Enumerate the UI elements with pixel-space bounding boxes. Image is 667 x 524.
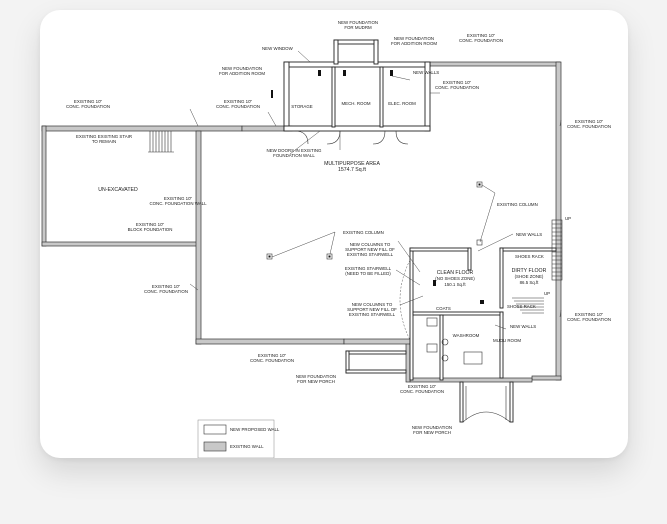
label-new-foundation-porch-left-2: FOR NEW PORCH bbox=[297, 379, 335, 384]
label-existing-right-lower: EXISTING 10" bbox=[575, 312, 604, 317]
label-new-foundation-addition-left: NEW FOUNDATION bbox=[222, 66, 262, 71]
label-existing-foundation-wall: EXISTING 10" bbox=[164, 196, 193, 201]
label-existing-stair-2: TO REMAIN bbox=[92, 139, 116, 144]
label-dirty-floor: DIRTY FLOOR bbox=[512, 268, 547, 274]
columns bbox=[266, 181, 483, 260]
label-existing-bottom-right: EXISTING 10" bbox=[408, 384, 437, 389]
label-new-foundation-porch-right: NEW FOUNDATION bbox=[412, 425, 452, 430]
label-up-lower: UP bbox=[544, 291, 550, 296]
label-existing-far-right: EXISTING 10" bbox=[575, 119, 604, 124]
label-existing-bottom-mid: EXISTING 10" bbox=[258, 353, 287, 358]
stair-lower bbox=[512, 297, 544, 314]
label-multipurpose-area: 1574.7 Sq.ft bbox=[338, 167, 367, 173]
label-existing-top-left: EXISTING 10" bbox=[74, 99, 103, 104]
legend-existing-wall-label: EXISTING WALL bbox=[230, 444, 264, 449]
label-new-doors-2: FOUNDATION WALL bbox=[273, 153, 315, 158]
label-multipurpose: MULTIPURPOSE AREA bbox=[324, 161, 380, 167]
label-coats: COATS bbox=[436, 306, 451, 311]
label-new-window: NEW WINDOW bbox=[262, 46, 294, 51]
label-washroom: WASHROOM bbox=[453, 333, 480, 338]
label-existing-right-of-rooms: EXISTING 10" bbox=[443, 80, 472, 85]
legend-new-wall-swatch bbox=[203, 424, 227, 435]
label-elec-room: ELEC. ROOM bbox=[388, 101, 416, 106]
label-existing-top-right: EXISTING 10" bbox=[467, 33, 496, 38]
label-existing-right-of-rooms-2: CONC. FOUNDATION bbox=[435, 85, 479, 90]
label-clean-floor-3: 150.1 Sq.ft bbox=[444, 282, 466, 287]
label-existing-top-right-2: CONC. FOUNDATION bbox=[459, 38, 503, 43]
label-up-right: UP bbox=[565, 216, 571, 221]
label-existing-foundation-wall-2: CONC. FOUNDATION WALL bbox=[149, 201, 207, 206]
label-shoes-rack-lower: SHOES RACK bbox=[507, 304, 536, 309]
label-existing-top-mid-2: CONC. FOUNDATION bbox=[216, 104, 260, 109]
labels: NEW FOUNDATION FOR MUDRM NEW FOUNDATION … bbox=[66, 20, 611, 435]
label-new-doors: NEW DOORS IN EXISTING bbox=[267, 148, 322, 153]
label-dirty-floor-2: (SHOE ZONE) bbox=[515, 274, 544, 279]
label-new-columns-top-3: EXISTING STAIRWELL bbox=[347, 252, 394, 257]
label-existing-left-lower: EXISTING 10" bbox=[152, 284, 181, 289]
label-new-walls-mid: NEW WALLS bbox=[516, 232, 542, 237]
label-new-columns-top-2: SUPPORT NEW FILL OF bbox=[345, 247, 395, 252]
label-new-walls-top: NEW WALLS bbox=[413, 70, 439, 75]
label-new-foundation-addition-2: FOR ADDITION ROOM bbox=[391, 41, 437, 46]
label-new-foundation-mudroom-2: FOR MUDRM bbox=[344, 25, 372, 30]
label-clean-floor-2: (NO SHOES ZONE) bbox=[435, 276, 475, 281]
label-clean-floor: CLEAN FLOOR bbox=[437, 270, 474, 276]
label-new-foundation-addition-left-2: FOR ADDITION ROOM bbox=[219, 71, 265, 76]
label-new-foundation-addition: NEW FOUNDATION bbox=[394, 36, 434, 41]
legend-existing-wall-swatch bbox=[203, 441, 227, 452]
label-existing-bottom-right-2: CONC. FOUNDATION bbox=[400, 389, 444, 394]
label-new-foundation-porch-left: NEW FOUNDATION bbox=[296, 374, 336, 379]
label-existing-top-left-2: CONC. FOUNDATION bbox=[66, 104, 110, 109]
leaders bbox=[189, 50, 562, 341]
label-existing-far-right-2: CONC. FOUNDATION bbox=[567, 124, 611, 129]
label-existing-block-2: BLOCK FOUNDATION bbox=[128, 227, 173, 232]
label-mech-room: MECH. ROOM bbox=[341, 101, 370, 106]
label-new-foundation-porch-right-2: FOR NEW PORCH bbox=[413, 430, 451, 435]
label-existing-stair: EXISTING EXISTING STAIR bbox=[76, 134, 132, 139]
label-existing-column-mid: EXISTING COLUMN bbox=[343, 230, 384, 235]
label-existing-column-right: EXISTING COLUMN bbox=[497, 202, 538, 207]
label-new-columns-lower: NEW COLUMNS TO bbox=[352, 302, 393, 307]
floor-plan: NEW FOUNDATION FOR MUDRM NEW FOUNDATION … bbox=[41, 20, 611, 458]
label-existing-stairwell: EXISTING STAIRWELL bbox=[345, 266, 392, 271]
existing-walls bbox=[41, 61, 562, 383]
label-existing-right-lower-2: CONC. FOUNDATION bbox=[567, 317, 611, 322]
label-storage: STORAGE bbox=[291, 104, 312, 109]
stair-left bbox=[148, 131, 174, 153]
doors bbox=[294, 130, 409, 145]
label-dirty-floor-3: 86.5 Sq.ft bbox=[520, 280, 540, 285]
stair-right bbox=[551, 219, 563, 281]
label-new-walls-lower: NEW WALLS bbox=[510, 324, 536, 329]
label-existing-block: EXISTING 10" bbox=[136, 222, 165, 227]
label-existing-stairwell-2: (NEED TO BE FILLED) bbox=[345, 271, 391, 276]
drawing-card: NEW FOUNDATION FOR MUDRM NEW FOUNDATION … bbox=[40, 10, 628, 458]
label-new-foundation-mudroom: NEW FOUNDATION bbox=[338, 20, 378, 25]
label-new-columns-top: NEW COLUMNS TO bbox=[350, 242, 391, 247]
legend-new-wall-label: NEW PROPOSED WALL bbox=[230, 427, 280, 432]
label-existing-bottom-mid-2: CONC. FOUNDATION bbox=[250, 358, 294, 363]
label-new-columns-lower-3: EXISTING STAIRWELL bbox=[349, 312, 396, 317]
label-shoes-rack-top: SHOES RACK bbox=[515, 254, 544, 259]
label-un-excavated: UN-EXCAVATED bbox=[98, 187, 138, 193]
label-mudu-room: MUDU ROOM bbox=[493, 338, 521, 343]
label-new-columns-lower-2: SUPPORT NEW FILL OF bbox=[347, 307, 397, 312]
fixtures bbox=[271, 70, 484, 365]
legend: NEW PROPOSED WALL EXISTING WALL bbox=[197, 419, 280, 458]
label-existing-left-lower-2: CONC. FOUNDATION bbox=[144, 289, 188, 294]
label-existing-top-mid: EXISTING 10" bbox=[224, 99, 253, 104]
new-walls bbox=[283, 39, 557, 423]
